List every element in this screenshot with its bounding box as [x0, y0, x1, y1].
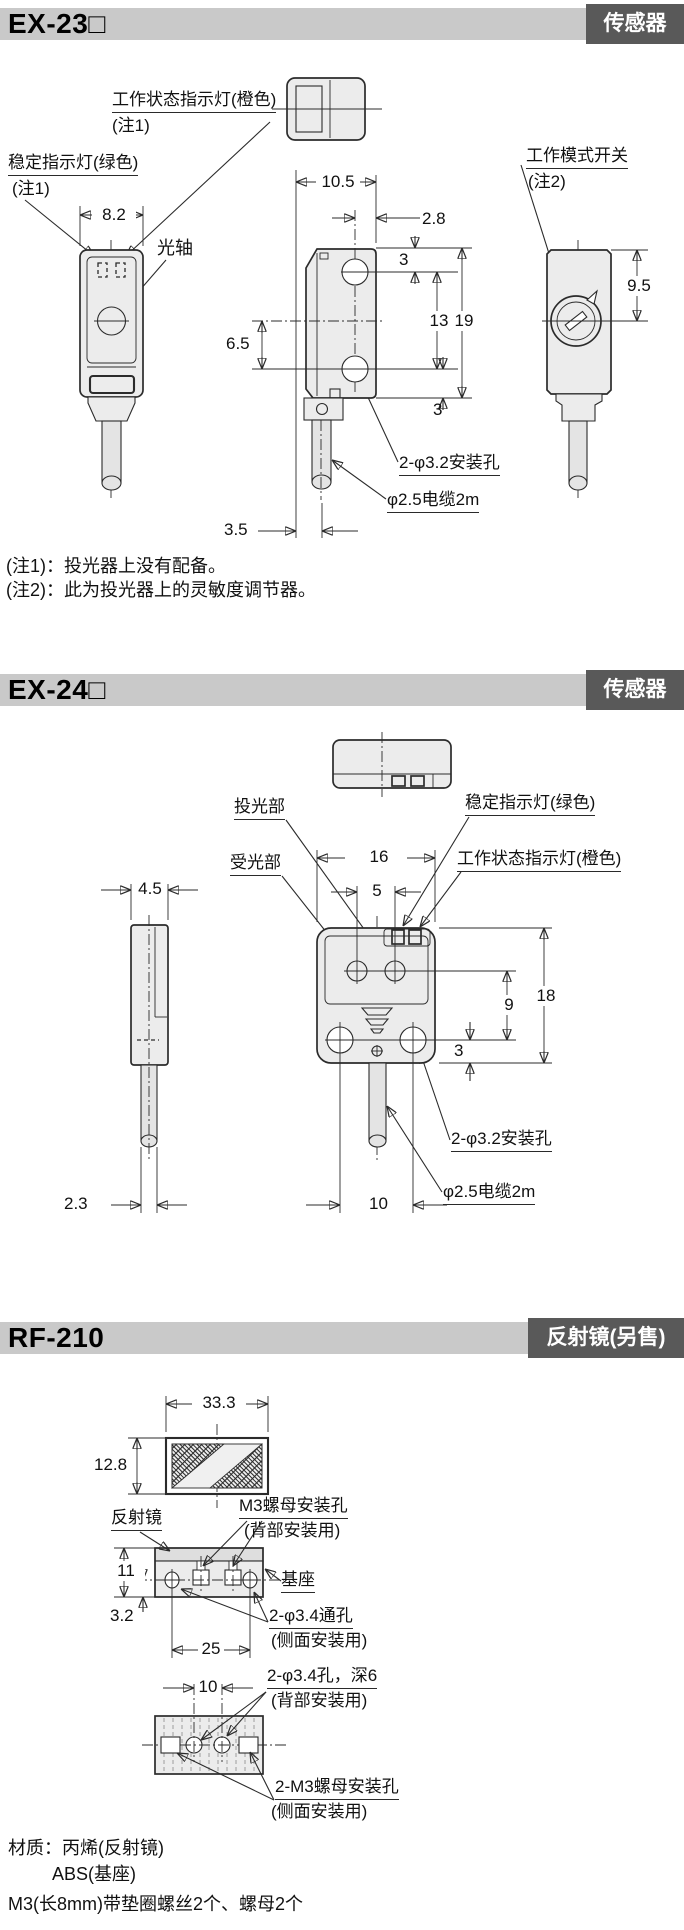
ex24-leader-lines — [281, 816, 470, 1193]
dim-rf210-hole-to-bottom: 3.2 — [110, 1606, 134, 1625]
ex24-front-view — [306, 850, 552, 1213]
section-header-ex24: EX-24□ — [0, 674, 684, 706]
label-back-holes: 2-φ3.4孔，深6 — [267, 1666, 378, 1690]
ex23-top-view — [272, 77, 382, 141]
label-ex24-stability-indicator: 稳定指示灯(绿色) — [465, 793, 596, 817]
rf210-front-view — [128, 1396, 270, 1508]
label-reflector: 反射镜 — [111, 1508, 162, 1532]
dim-ex24-cable-width: 2.3 — [64, 1194, 88, 1213]
section-badge-rf210: 反射镜(另售) — [528, 1318, 684, 1358]
label-side-nut-holes: 2-M3螺母安装孔 — [275, 1777, 399, 1801]
note-ref-1: (注1) — [112, 116, 150, 135]
label-ex24-mounting-holes: 2-φ3.2安装孔 — [451, 1129, 552, 1153]
label-ex24-cable: φ2.5电缆2m — [443, 1182, 536, 1206]
ex24-top-view — [332, 732, 452, 797]
label-ex23-mounting-holes: 2-φ3.2安装孔 — [399, 453, 500, 477]
label-nut-holes-note: (背部安装用) — [244, 1521, 341, 1540]
material-line-1: 材质：丙烯(反射镜) — [8, 1838, 164, 1858]
dim-ex23-hole-to-bottom: 3 — [433, 400, 443, 419]
section-badge-ex24: 传感器 — [586, 670, 684, 710]
dim-ex24-hole-pitch: 10 — [359, 1194, 398, 1215]
note-ref-2: (注2) — [528, 172, 566, 191]
label-side-nut-holes-note: (侧面安装用) — [271, 1802, 368, 1821]
dim-ex24-lens-to-hole: 9 — [498, 995, 520, 1016]
dim-ex23-depth: 10.5 — [316, 172, 360, 193]
label-ex23-cable: φ2.5电缆2m — [387, 490, 480, 514]
dim-ex23-body-width: 8.2 — [92, 205, 136, 226]
accessories-line: M3(长8mm)带垫圈螺丝2个、螺母2个 — [8, 1894, 304, 1914]
rf210-back-view — [142, 1684, 286, 1801]
ex24-side-view — [101, 884, 198, 1213]
section-header-ex23: EX-23□ — [0, 8, 684, 40]
footnote-2: (注2)：此为投光器上的灵敏度调节器。 — [6, 580, 316, 600]
label-through-holes: 2-φ3.4通孔 — [269, 1606, 353, 1630]
label-stability-indicator: 稳定指示灯(绿色) — [8, 153, 139, 177]
dim-ex23-edge-offset: 2.8 — [422, 209, 446, 228]
label-through-holes-note: (侧面安装用) — [271, 1631, 368, 1650]
footnote-1: (注1)：投光器上没有配备。 — [6, 556, 226, 576]
section-title-ex24: EX-24□ — [8, 674, 106, 705]
label-base: 基座 — [281, 1570, 315, 1594]
dim-ex23-axis-to-hole: 6.5 — [226, 334, 250, 353]
dim-rf210-back-hole-pitch: 10 — [198, 1677, 218, 1696]
dim-ex23-cable-offset: 3.5 — [224, 520, 248, 539]
section-title-rf210: RF-210 — [8, 1322, 105, 1353]
label-back-holes-note: (背部安装用) — [271, 1691, 368, 1710]
dim-ex24-total-height: 18 — [528, 986, 564, 1007]
dim-ex23-total-height: 19 — [449, 311, 479, 332]
dim-rf210-side-height: 11 — [107, 1561, 145, 1582]
dim-ex24-body-width: 16 — [358, 847, 400, 868]
label-mode-switch: 工作模式开关 — [526, 146, 628, 170]
label-optical-axis: 光轴 — [157, 238, 193, 258]
ex23-side-view — [252, 170, 472, 538]
note-ref-1b: (注1) — [12, 179, 50, 198]
rf210-side-view — [114, 1520, 284, 1658]
label-emitter: 投光部 — [234, 797, 285, 821]
dim-rf210-height: 12.8 — [92, 1455, 130, 1476]
dim-ex24-side-width: 4.5 — [138, 879, 162, 898]
dim-ex23-switch-depth: 9.5 — [620, 276, 658, 297]
dim-ex24-hole-to-bottom: 3 — [454, 1041, 464, 1060]
label-nut-holes: M3螺母安装孔 — [239, 1496, 348, 1520]
label-receiver: 受光部 — [230, 853, 281, 877]
dim-ex23-hole-pitch: 13 — [424, 311, 454, 332]
label-status-indicator: 工作状态指示灯(橙色) — [112, 90, 277, 114]
material-line-2: ABS(基座) — [52, 1864, 137, 1884]
label-ex24-status-indicator: 工作状态指示灯(橙色) — [457, 849, 622, 873]
ex23-rear-view — [542, 240, 648, 500]
section-badge-ex23: 传感器 — [586, 4, 684, 44]
dim-ex23-top-to-hole: 3 — [399, 250, 409, 269]
dim-rf210-hole-pitch: 25 — [201, 1639, 221, 1658]
section-title-ex23: EX-23□ — [8, 8, 106, 39]
ex23-front-view — [79, 206, 144, 500]
dim-ex24-lens-pitch: 5 — [372, 881, 382, 900]
dim-rf210-width: 33.3 — [192, 1393, 246, 1414]
